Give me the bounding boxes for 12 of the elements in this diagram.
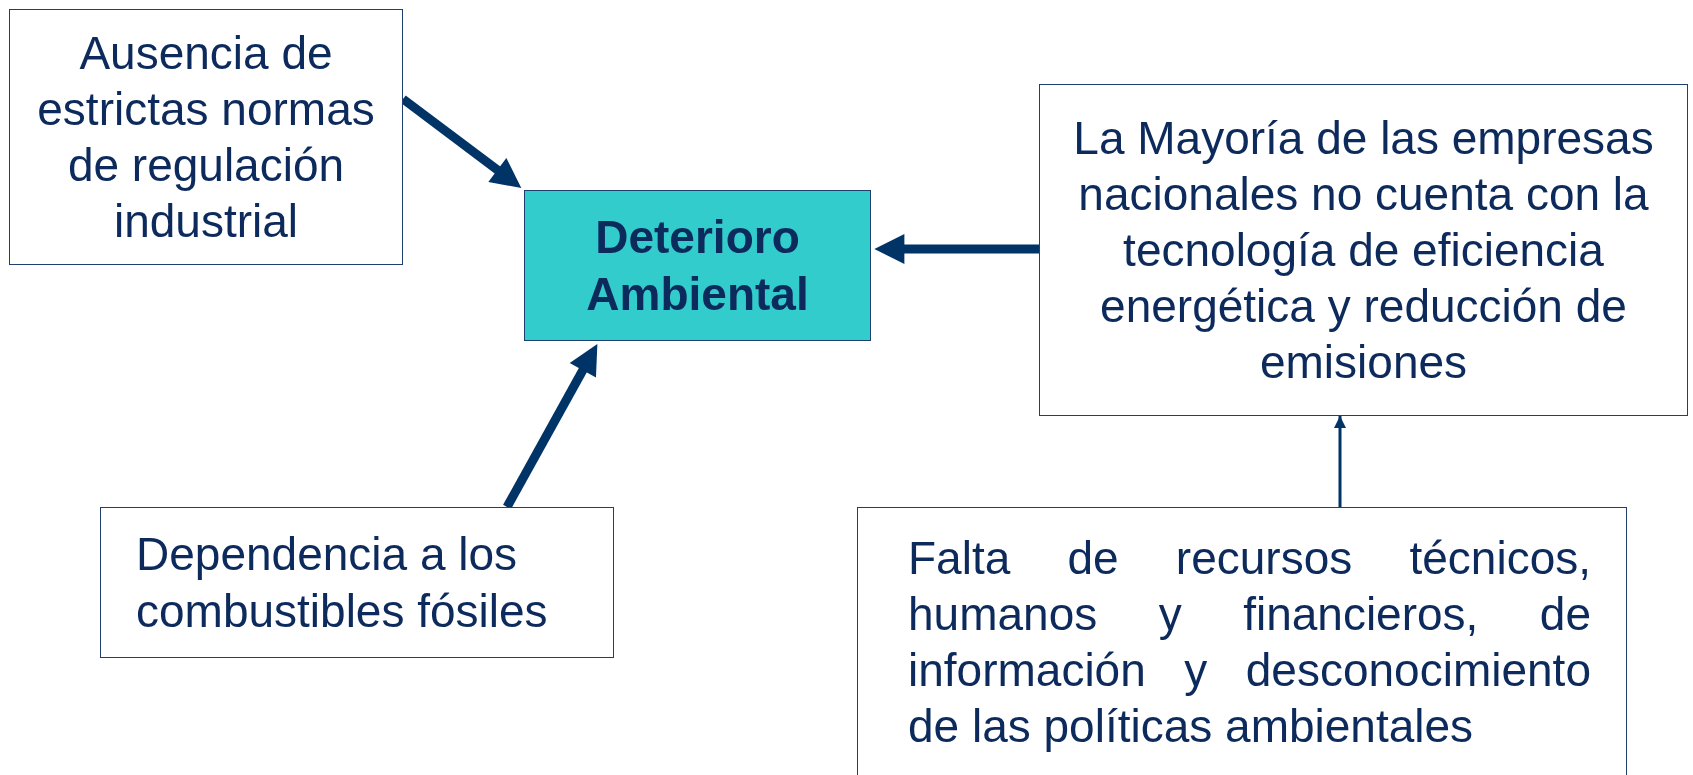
node-text: Ausencia de estrictas normas de regulación industrial bbox=[36, 25, 376, 250]
effect-box bbox=[524, 190, 871, 341]
arrow bbox=[874, 234, 1039, 264]
arrow bbox=[1334, 416, 1346, 507]
cause-box bbox=[9, 9, 403, 265]
cause-box bbox=[857, 507, 1627, 775]
cause-box bbox=[100, 507, 614, 658]
node-text: Dependencia a los combustibles fósiles bbox=[136, 527, 549, 639]
cause-box bbox=[1039, 84, 1688, 416]
node-text: Deterioro Ambiental bbox=[585, 210, 810, 322]
node-text: Falta de recursos técnicos, humanos y financieros, de información y desconocimiento de las políticas ambientales bbox=[908, 531, 1591, 755]
node-text: La Mayoría de las empresas nacionales no cuenta con la tecnología de eficiencia energética y reducción de emisiones bbox=[1072, 110, 1655, 391]
